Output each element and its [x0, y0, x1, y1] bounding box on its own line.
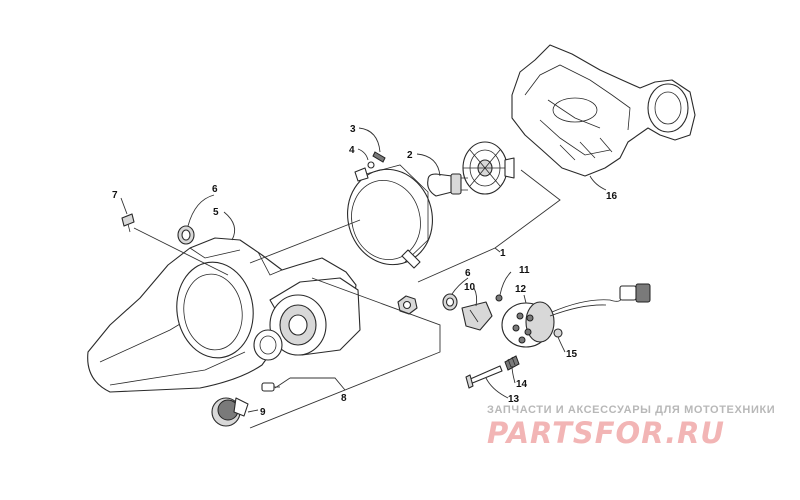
rear-housing-cover[interactable] [511, 44, 696, 177]
callout-14: 14 [516, 379, 528, 390]
headlight-lens-assembly[interactable] [337, 160, 443, 274]
callout-3: 3 [350, 124, 356, 135]
callout-1: 1 [500, 248, 506, 259]
callout-6-lower: 6 [465, 268, 471, 279]
mounting-screw[interactable] [121, 213, 135, 233]
callout-9: 9 [260, 407, 266, 418]
callout-2: 2 [407, 150, 413, 161]
callout-16: 16 [606, 191, 618, 202]
callout-4: 4 [349, 145, 355, 156]
callout-7: 7 [112, 190, 118, 201]
callout-5: 5 [213, 207, 219, 218]
projector-housing[interactable] [253, 277, 361, 361]
connector-housing[interactable] [501, 283, 651, 348]
adjust-screw[interactable] [367, 151, 386, 169]
leader-lines [120, 127, 607, 429]
bulb-socket-cap[interactable] [462, 141, 515, 195]
adjuster-spring[interactable] [504, 355, 520, 371]
callout-6-upper: 6 [212, 184, 218, 195]
callout-13: 13 [508, 394, 520, 405]
headlight-bulb[interactable] [427, 173, 468, 197]
watermark-logo: PARTSFOR.RU [487, 416, 725, 450]
callout-10: 10 [464, 282, 476, 293]
small-screw[interactable] [495, 294, 503, 302]
mounting-bracket[interactable] [461, 301, 493, 331]
watermark-tagline: ЗАПЧАСТИ И АКСЕССУАРЫ ДЛЯ МОТОТЕХНИКИ [487, 404, 776, 416]
callout-8: 8 [341, 393, 347, 404]
callout-15: 15 [566, 349, 578, 360]
callout-11: 11 [519, 265, 530, 276]
callout-12: 12 [515, 284, 527, 295]
adjuster-bolt[interactable] [465, 365, 503, 389]
rubber-grommet-upper[interactable] [177, 225, 195, 245]
indicator-lens[interactable] [211, 397, 249, 427]
headlight-shell[interactable] [87, 237, 357, 393]
callout-labels: 1 2 3 4 5 6 7 8 9 10 11 12 13 14 15 16 6 [112, 124, 618, 418]
connector-nut[interactable] [553, 328, 563, 338]
hex-nut[interactable] [397, 295, 418, 315]
rubber-grommet-lower[interactable] [442, 293, 458, 311]
